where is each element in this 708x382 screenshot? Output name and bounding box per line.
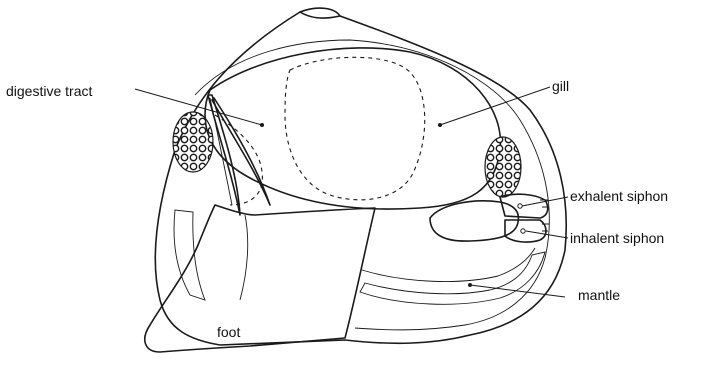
siphons (430, 194, 549, 242)
labial-palps (208, 95, 270, 215)
label-gill: gill (552, 78, 569, 94)
leader-inhalent-siphon (526, 231, 568, 238)
anterior-adductor-muscle (173, 112, 213, 172)
foot-fold-line (240, 215, 248, 300)
label-foot: foot (217, 324, 240, 340)
label-digestive-tract: digestive tract (6, 83, 92, 99)
label-exhalent-siphon: exhalent siphon (570, 188, 668, 204)
gill-inner-dashed (285, 57, 425, 200)
leader-exhalent-siphon (522, 197, 568, 206)
gill (205, 48, 500, 209)
posterior-adductor-muscle (485, 137, 521, 197)
leader-gill (440, 87, 550, 125)
label-inhalent-siphon: inhalent siphon (570, 230, 664, 246)
mantle (174, 210, 545, 304)
label-mantle: mantle (578, 287, 620, 303)
